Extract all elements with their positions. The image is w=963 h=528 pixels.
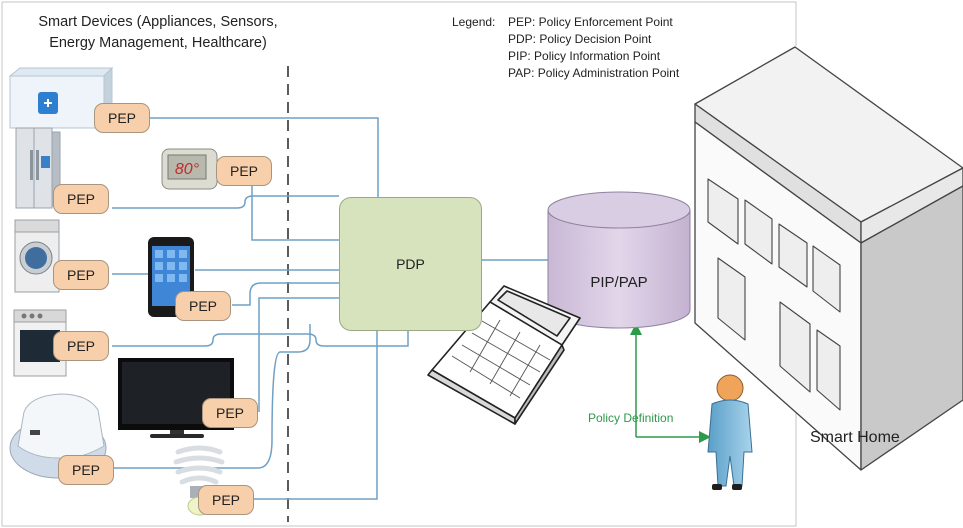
refrigerator-icon [15,127,61,209]
thermostat-reading: 80° [175,161,200,178]
connector-lines [112,117,548,500]
legend-item-pap: PAP: Policy Administration Point [508,66,680,80]
pep-label: PEP [229,163,258,179]
legend: Legend: PEP: Policy Enforcement Point PD… [452,14,679,82]
pep-node-vacuum: PEP [58,455,114,485]
pep-node-smartphone: PEP [175,291,231,321]
person-icon [707,374,753,490]
policy-definition-label: Policy Definition [588,411,674,425]
diagram-title: Smart Devices (Appliances, Sensors, Ener… [8,12,308,54]
pep-label: PEP [215,405,244,421]
pep-label: PEP [188,298,217,314]
pip-pap-label: PIP/PAP [590,274,648,291]
legend-item-pip: PIP: Policy Information Point [508,49,661,63]
pep-node-thermostat: PEP [216,156,272,186]
pep-label: PEP [66,191,95,207]
pep-node-television: PEP [202,398,258,428]
building-icon [694,46,963,471]
washing-machine-icon [14,219,60,293]
pep-node-light-bulb: PEP [198,485,254,515]
pep-node-oven: PEP [53,331,109,361]
pep-label: PEP [71,462,100,478]
legend-label: Legend: [452,15,496,29]
pep-node-refrigerator: PEP [53,184,109,214]
pep-node-air-conditioner: PEP [94,103,150,133]
air-conditioner-icon [8,66,114,130]
pep-label: PEP [211,492,240,508]
legend-item-pep: PEP: Policy Enforcement Point [508,15,673,29]
thermostat-icon: 80° [161,148,218,190]
smart-home-label: Smart Home [810,429,900,446]
pep-node-washing-machine: PEP [53,260,109,290]
pdp-label: PDP [396,256,425,272]
pep-label: PEP [66,267,95,283]
title-line-1: Smart Devices (Appliances, Sensors, [38,14,278,30]
pep-label: PEP [107,110,136,126]
title-line-2: Energy Management, Healthcare) [49,35,267,51]
policy-definition-arrows [630,323,711,443]
devices-frame [1,1,797,527]
pep-label: PEP [66,338,95,354]
pdp-node: PDP [339,197,482,331]
legend-item-pdp: PDP: Policy Decision Point [508,32,652,46]
laptop-icon [427,285,581,425]
pip-pap-database [547,191,691,329]
